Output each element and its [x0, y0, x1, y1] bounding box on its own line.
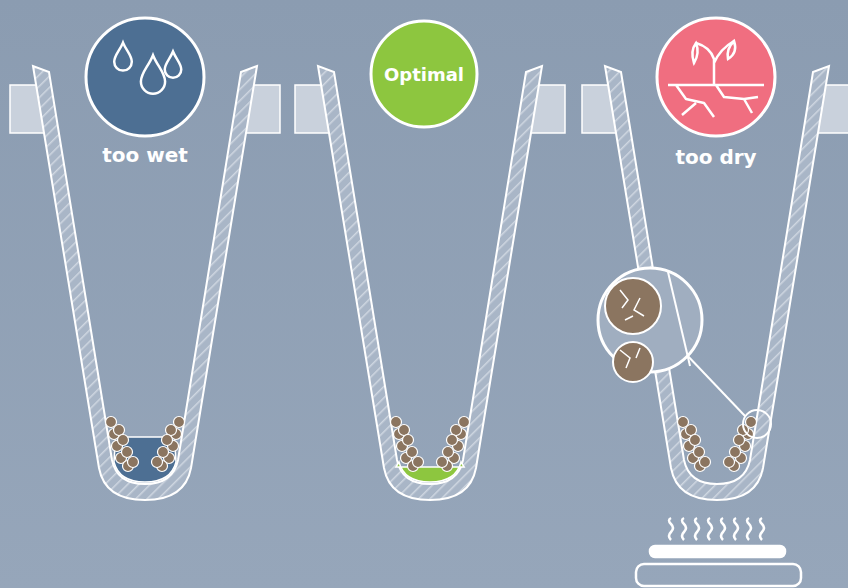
state-label: too wet: [102, 143, 188, 167]
tube: [295, 66, 565, 500]
state-circle: too dry: [654, 15, 778, 139]
state-circle: Optimal: [368, 18, 480, 130]
circle-icon: [83, 15, 207, 139]
state-circle: too wet: [83, 15, 207, 139]
circle-icon: [654, 15, 778, 139]
state-label: too dry: [675, 145, 756, 169]
heater: [636, 518, 801, 586]
state-label: Optimal: [384, 64, 464, 85]
magnifier: [598, 268, 771, 438]
